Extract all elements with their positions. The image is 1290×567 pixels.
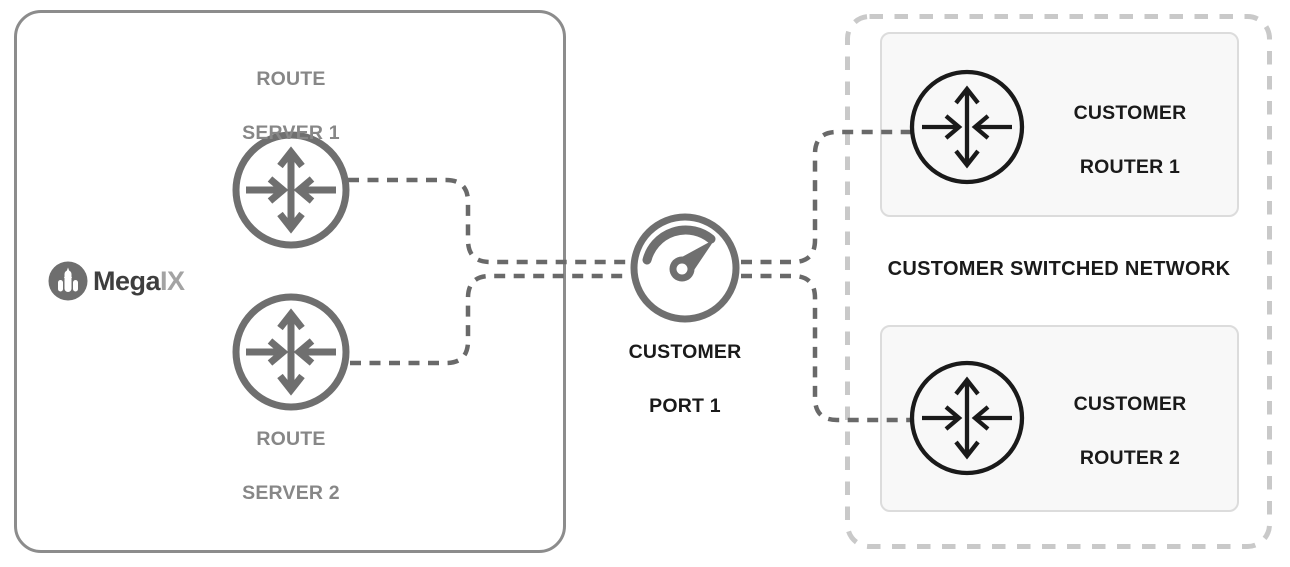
customer-router-2-label: CUSTOMER ROUTER 2 (1030, 391, 1230, 472)
customer-switched-network-title: CUSTOMER SWITCHED NETWORK (887, 258, 1231, 280)
customer-port-label-line2: PORT 1 (649, 395, 721, 417)
megaport-rocket-icon (48, 261, 88, 301)
customer-port-label: CUSTOMER PORT 1 (605, 339, 765, 420)
route-server-1-label: ROUTE SERVER 1 (221, 66, 361, 147)
customer-port-label-line1: CUSTOMER (628, 341, 742, 363)
route-server-1-label-line2: SERVER 1 (242, 122, 340, 144)
logo-text-primary: Mega (93, 266, 161, 296)
megaport-logo-text: MegaIX (93, 261, 185, 301)
route-server-2-router-icon (221, 282, 361, 422)
customer-router-2-label-line1: CUSTOMER (1073, 393, 1187, 415)
customer-router-1-icon (897, 57, 1037, 197)
route-server-2-label: ROUTE SERVER 2 (221, 426, 361, 507)
customer-router-2-icon (897, 348, 1037, 488)
customer-router-2-label-line2: ROUTER 2 (1079, 447, 1181, 469)
route-server-1-label-line1: ROUTE (256, 68, 326, 90)
customer-router-1-label-line1: CUSTOMER (1073, 102, 1187, 124)
logo-text-secondary: IX (160, 266, 185, 296)
route-server-2-label-line2: SERVER 2 (242, 482, 340, 504)
route-server-2-label-line1: ROUTE (256, 428, 326, 450)
customer-router-1-label: CUSTOMER ROUTER 1 (1030, 100, 1230, 181)
customer-router-1-label-line2: ROUTER 1 (1079, 156, 1181, 178)
megaport-logo: MegaIX (48, 261, 185, 301)
customer-port-speedometer-icon (630, 213, 740, 323)
